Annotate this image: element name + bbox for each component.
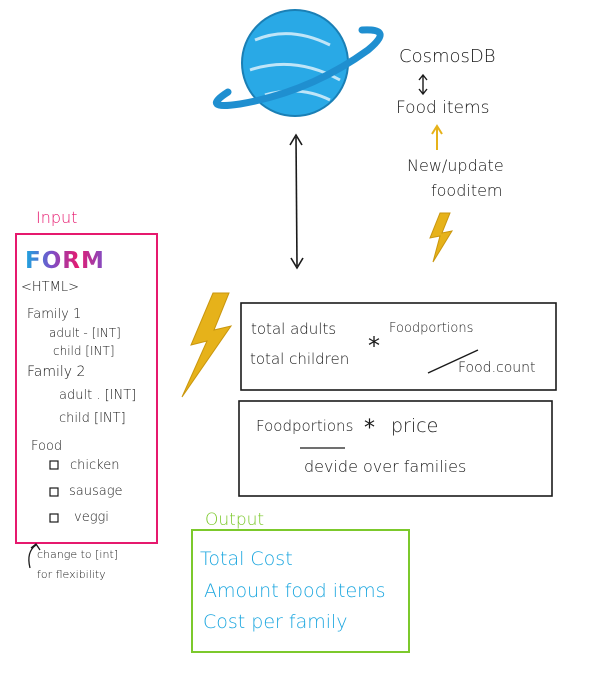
price-label: price xyxy=(391,415,439,437)
family2-child-field[interactable]: child [INT] xyxy=(59,411,126,426)
output-title: Output xyxy=(205,510,265,530)
family1-label: Family 1 xyxy=(27,307,82,322)
input-form-box xyxy=(15,233,158,544)
food-items-label: Food items xyxy=(396,98,490,118)
family1-child-field[interactable]: child [INT] xyxy=(53,344,115,358)
note-curved-arrow xyxy=(28,543,41,569)
calc-box-cost xyxy=(238,400,553,497)
sausage-checkbox[interactable] xyxy=(49,487,59,497)
family1-adult-field[interactable]: adult - [INT] xyxy=(49,326,121,340)
total-adults-label: total adults xyxy=(251,320,337,338)
note-line2: for flexibility xyxy=(37,568,106,581)
new-update-label: New/update xyxy=(407,156,504,175)
foodportions-cost-label: Foodportions xyxy=(256,417,354,435)
form-title: FORM xyxy=(25,248,105,274)
cosmosdb-label: CosmosDB xyxy=(399,46,496,67)
update-up-arrow xyxy=(431,124,443,150)
food-count-label: Food.count xyxy=(458,360,536,376)
db-to-calc-arrow xyxy=(289,133,304,270)
note-line1: change to [int] xyxy=(37,548,119,561)
veggi-checkbox[interactable] xyxy=(49,513,59,523)
food-label: Food xyxy=(31,439,63,454)
output-amount-food-items: Amount food items xyxy=(204,580,386,602)
food-option-sausage[interactable]: sausage xyxy=(69,484,123,499)
cost-multiply-operator: * xyxy=(364,416,375,441)
food-option-chicken[interactable]: chicken xyxy=(70,458,120,473)
output-total-cost: Total Cost xyxy=(200,548,293,570)
multiply-operator: * xyxy=(368,332,380,360)
fraction-slash xyxy=(427,349,479,374)
chicken-checkbox[interactable] xyxy=(49,460,59,470)
trigger-lightning-large-icon xyxy=(181,292,233,398)
cosmos-fooditems-arrow xyxy=(418,73,428,96)
calc-box-portions xyxy=(240,302,557,391)
foodportions-label: Foodportions xyxy=(389,321,474,336)
family2-label: Family 2 xyxy=(27,364,86,380)
total-children-label: total children xyxy=(250,350,350,368)
cosmosdb-planet-icon xyxy=(213,9,384,117)
family2-adult-field[interactable]: adult . [INT] xyxy=(59,388,137,403)
output-cost-per-family: Cost per family xyxy=(203,611,348,633)
html-label: <HTML> xyxy=(21,280,79,295)
trigger-lightning-small-icon xyxy=(429,212,454,263)
divide-families-label: devide over families xyxy=(304,457,467,476)
food-option-veggi[interactable]: veggi xyxy=(74,510,109,525)
input-title: Input xyxy=(36,208,78,227)
fooditem-label: fooditem xyxy=(431,181,503,200)
output-box xyxy=(191,529,410,653)
